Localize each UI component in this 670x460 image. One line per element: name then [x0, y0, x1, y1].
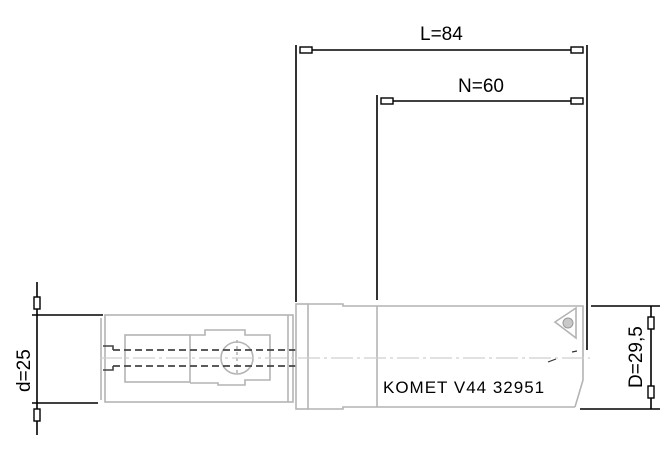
- dimension-L: L=84: [295, 24, 588, 350]
- dimension-D: D=29,5: [580, 305, 660, 410]
- dimension-d: d=25: [14, 282, 103, 435]
- dimension-L-label: L=84: [420, 24, 463, 45]
- tool-head: [295, 303, 584, 410]
- part-label: KOMET V44 32951: [383, 378, 545, 397]
- dimension-N-label: N=60: [458, 76, 504, 97]
- dimension-D-label: D=29,5: [626, 326, 647, 388]
- dimension-N: N=60: [376, 76, 584, 300]
- dimension-d-label: d=25: [14, 349, 35, 392]
